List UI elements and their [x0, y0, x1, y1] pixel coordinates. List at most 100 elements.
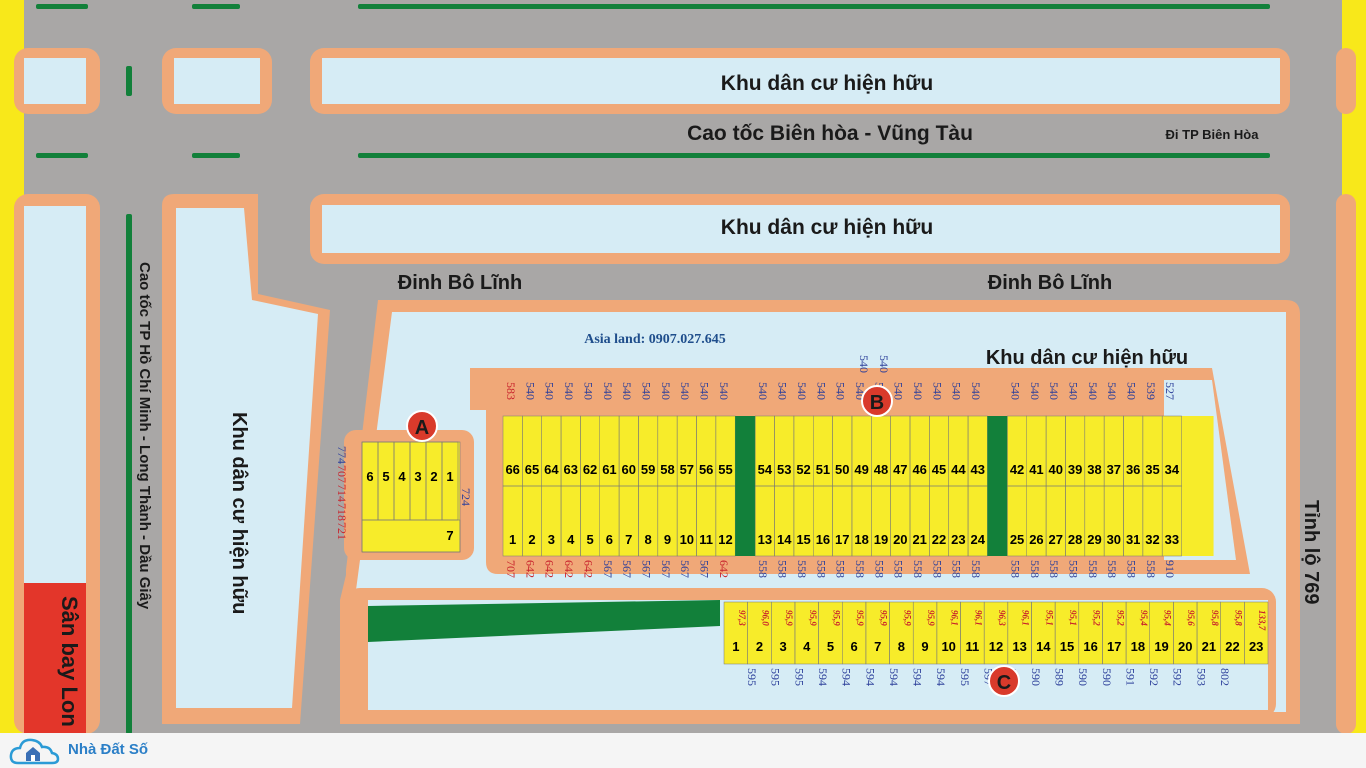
block-c-lot: [1244, 601, 1269, 665]
block-a-side-number: 721: [335, 522, 349, 540]
block-b-lot-number: 34: [1165, 462, 1180, 477]
block-b-lot-number: 63: [563, 462, 577, 477]
block-b-bottom-number: 642: [523, 560, 537, 578]
block-b-top-number: 540: [756, 382, 770, 400]
residential-left-area: [176, 208, 318, 708]
block-a-area: [361, 441, 461, 553]
block-b-bottom-number: 558: [814, 560, 828, 578]
block-b-bottom-number: 558: [1066, 560, 1080, 578]
block-c-bottom-number: 592: [1147, 668, 1161, 686]
block-c-bottom-number: 590: [1076, 668, 1090, 686]
block-b-lot-number: 33: [1165, 532, 1179, 547]
block-b-bottom-number: 910: [1163, 560, 1177, 578]
svg-text:B: B: [870, 392, 884, 414]
block-b-lot-bottom: [1161, 485, 1182, 557]
block-b-top-number: 540: [601, 382, 615, 400]
block-b-bottom-number: 642: [581, 560, 595, 578]
block-c-lot-area: 96,1: [973, 610, 983, 626]
marker-a: A: [406, 410, 438, 442]
block-c-lot-area: 96,1: [1021, 610, 1031, 626]
block-c-lot-number: 9: [921, 639, 928, 654]
block-b-lot-number: 4: [567, 532, 575, 547]
to-bien-hoa-label: Đi TP Biên Hòa: [1166, 127, 1260, 142]
block-b-lot-number: 32: [1145, 532, 1159, 547]
block-c-bottom-number: 594: [911, 668, 925, 686]
block-b-lot-number: 13: [758, 532, 772, 547]
block-c-lot-area: 133,7: [1257, 610, 1267, 631]
block-b-lot-number: 1: [509, 532, 516, 547]
block-b-top-number: 540: [523, 382, 537, 400]
block-b-top-number: 540: [543, 382, 557, 400]
block-c-lot-number: 2: [756, 639, 763, 654]
block-b-lot-number: 26: [1029, 532, 1043, 547]
block-c-lot-area: 97,3: [737, 610, 747, 626]
block-c-lot-number: 16: [1083, 639, 1097, 654]
block-b-bottom-number: 567: [678, 560, 692, 578]
block-c-lot-area: 95,8: [1234, 610, 1244, 626]
block-c: 97,3196,0295,9395,9495,9595,9695,9795,98…: [723, 601, 1269, 686]
block-c-bottom-number: 589: [1052, 668, 1066, 686]
block-b-lot-number: 21: [912, 532, 926, 547]
block-b-bottom-number: 558: [1047, 560, 1061, 578]
block-c-lot-area: 96,1: [950, 610, 960, 626]
block-c-lot-area: 95,6: [1186, 610, 1196, 626]
block-b-lot-number: 55: [718, 462, 732, 477]
block-b-lot-number: 51: [816, 462, 830, 477]
block-c-area: [724, 602, 1268, 664]
block-c-bottom-number: 595: [958, 668, 972, 686]
block-b-top-number: 540: [1125, 382, 1139, 400]
block-b-bottom-number: 558: [795, 560, 809, 578]
block-b-lot-number: 60: [622, 462, 636, 477]
block-c-lot-area: 95,4: [1139, 610, 1149, 626]
house-cloud-icon: [9, 738, 60, 765]
block-a-side-number: 714: [335, 484, 349, 502]
block-b-bottom-number: 567: [601, 560, 615, 578]
block-b-lot-number: 49: [854, 462, 868, 477]
block-b-bottom-number: 642: [717, 560, 731, 578]
block-a-lot-number: 6: [366, 469, 373, 484]
road-769-label: Tỉnh lộ 769: [1300, 500, 1322, 604]
block-b-top-number: 540: [659, 382, 673, 400]
green-wedge-top: [368, 600, 720, 642]
block-c-lot-number: 1: [732, 639, 739, 654]
block-b-bottom-number: 558: [853, 560, 867, 578]
block-b-lot-number: 66: [505, 462, 519, 477]
block-c-lot-number: 3: [780, 639, 787, 654]
block-c-bottom-number: 592: [1171, 668, 1185, 686]
marker-c: C: [988, 665, 1020, 697]
block-b-lot-number: 39: [1068, 462, 1082, 477]
block-b-lot-number: 48: [874, 462, 888, 477]
block-b-bottom-number: 567: [639, 560, 653, 578]
block-b-lot-number: 27: [1049, 532, 1063, 547]
block-a-lot-number: 5: [382, 469, 389, 484]
block-a-lot-number: 2: [430, 469, 437, 484]
block-c-lot-area: 95,9: [784, 610, 794, 626]
block-b-top-number: 540: [834, 382, 848, 400]
block-c-bottom-number: 591: [1123, 668, 1137, 686]
block-b-bottom-number: 558: [756, 560, 770, 578]
block-b-lot-number: 11: [699, 532, 713, 547]
svg-text:A: A: [415, 417, 429, 439]
block-b-lot-number: 36: [1126, 462, 1140, 477]
block-c-bottom-number: 593: [1194, 668, 1208, 686]
lot-left-small-1-inner: [24, 58, 86, 104]
block-b: 6615837076525406426435406426345406426255…: [502, 382, 1214, 578]
median-highway: [358, 153, 1270, 158]
block-c-lot-number: 19: [1154, 639, 1168, 654]
block-a-lot-bottom: [361, 519, 461, 553]
block-b-lot-number: 25: [1010, 532, 1024, 547]
block-c-lot-area: 95,9: [855, 610, 865, 626]
svg-text:C: C: [997, 672, 1011, 694]
residential-top-area: [322, 58, 1280, 104]
block-b-top-number: 583: [504, 382, 518, 400]
highway-vertical-label: Cao tốc TP Hồ Chí Minh - Long Thành - Dầ…: [136, 262, 153, 610]
block-c-lot-area: 95,9: [926, 610, 936, 626]
block-b-top-number: 540: [562, 382, 576, 400]
block-b-lot-number: 35: [1145, 462, 1159, 477]
block-c-lot-number: 13: [1012, 639, 1026, 654]
block-b-lot-number: 42: [1010, 462, 1024, 477]
block-b-lot-number: 28: [1068, 532, 1082, 547]
brand-name[interactable]: Nhà Đất Số: [68, 741, 149, 758]
block-c-lot-number: 22: [1225, 639, 1239, 654]
highway-label: Cao tốc Biên hòa - Vũng Tàu: [687, 122, 973, 145]
